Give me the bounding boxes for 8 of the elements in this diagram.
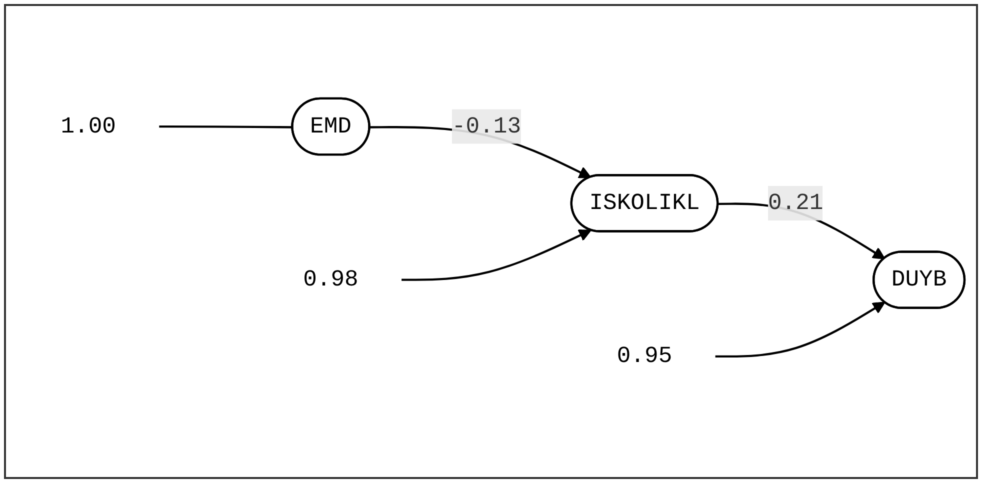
node-text: 0.95: [616, 344, 672, 370]
node-text: 0.98: [303, 266, 358, 293]
edge-label: -0.13: [452, 114, 522, 140]
arrow: [715, 302, 886, 358]
edge-label: 0.21: [768, 190, 824, 216]
connector: [159, 125, 293, 128]
node-text: 1.00: [60, 114, 116, 140]
arrow: [402, 229, 592, 281]
